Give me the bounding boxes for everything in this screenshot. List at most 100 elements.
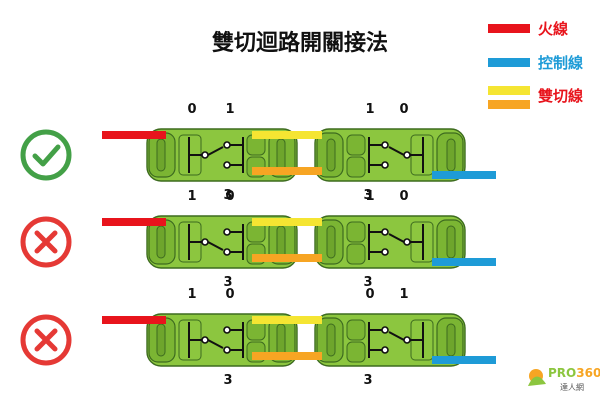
switch-node bbox=[403, 151, 411, 159]
switch-mechanism-icon bbox=[368, 322, 424, 358]
terminal-label: 0 bbox=[225, 287, 234, 302]
switch-lever bbox=[388, 233, 405, 243]
terminal-label: 3 bbox=[223, 275, 232, 290]
right-switch bbox=[314, 215, 466, 269]
switch-slot bbox=[156, 225, 166, 259]
terminal-label: 1 bbox=[187, 189, 196, 204]
switch-slot bbox=[276, 225, 286, 259]
status-ring bbox=[20, 129, 72, 181]
switch-slot bbox=[446, 225, 456, 259]
switch-terminal bbox=[346, 134, 366, 156]
legend-swatch bbox=[488, 86, 530, 95]
switch-slot bbox=[276, 323, 286, 357]
legend-swatch bbox=[488, 24, 530, 33]
pro360-logo: PRO360 達人網 bbox=[528, 366, 600, 392]
terminal-label: 1 bbox=[365, 189, 374, 204]
control-wire bbox=[432, 258, 496, 266]
legend-swatch bbox=[488, 58, 530, 67]
terminal-label: 1 bbox=[399, 287, 408, 302]
switch-node bbox=[223, 161, 231, 169]
switch-mechanism-icon bbox=[188, 322, 244, 358]
switch-node bbox=[223, 141, 231, 149]
legend-item-2: 控制線 bbox=[488, 54, 583, 72]
right-switch bbox=[314, 128, 466, 182]
terminal-label: 0 bbox=[365, 287, 374, 302]
switch-node bbox=[381, 248, 389, 256]
traveler-wire-1 bbox=[252, 316, 322, 324]
status-ring bbox=[20, 314, 72, 366]
cross-icon bbox=[20, 314, 72, 366]
cross-mark bbox=[34, 230, 58, 254]
terminal-label: 3 bbox=[363, 373, 372, 388]
cross-icon bbox=[20, 216, 72, 268]
terminal-label: 3 bbox=[223, 373, 232, 388]
control-wire bbox=[432, 171, 496, 179]
switch-node bbox=[223, 346, 231, 354]
switch-node bbox=[223, 228, 231, 236]
traveler-wire-2 bbox=[252, 352, 322, 360]
live-wire bbox=[102, 316, 166, 324]
right-switch bbox=[314, 313, 466, 367]
switch-mechanism-icon bbox=[368, 224, 424, 260]
terminal-label: 0 bbox=[399, 102, 408, 117]
terminal-label: 1 bbox=[187, 287, 196, 302]
control-wire bbox=[432, 356, 496, 364]
legend-label: 雙切線 bbox=[538, 87, 583, 105]
switch-node bbox=[201, 238, 209, 246]
switch-terminal bbox=[346, 221, 366, 243]
switch-terminal bbox=[346, 243, 366, 265]
traveler-wire-1 bbox=[252, 218, 322, 226]
logo-leaf-icon bbox=[528, 376, 546, 386]
switch-node bbox=[381, 161, 389, 169]
switch-node bbox=[381, 346, 389, 354]
check-mark bbox=[32, 144, 61, 167]
switch-node bbox=[381, 228, 389, 236]
cross-mark bbox=[34, 328, 58, 352]
traveler-wire-1 bbox=[252, 131, 322, 139]
switch-node bbox=[201, 336, 209, 344]
switch-mechanism-icon bbox=[188, 137, 244, 173]
terminal-label: 0 bbox=[187, 102, 196, 117]
switch-slot bbox=[446, 323, 456, 357]
diagram-row-3: 1 0 3 0 1 3 bbox=[20, 287, 496, 388]
switch-node bbox=[403, 238, 411, 246]
switch-slot bbox=[326, 138, 336, 172]
live-wire bbox=[102, 131, 166, 139]
switch-mechanism-icon bbox=[188, 224, 244, 260]
switch-lever bbox=[207, 241, 224, 251]
legend-label: 火線 bbox=[538, 20, 568, 38]
switch-node bbox=[403, 336, 411, 344]
switch-slot bbox=[156, 138, 166, 172]
switch-terminal bbox=[346, 156, 366, 178]
switch-slot bbox=[326, 225, 336, 259]
switch-lever bbox=[388, 146, 405, 156]
switch-node bbox=[223, 248, 231, 256]
legend-item-3: 雙切線 bbox=[488, 86, 583, 109]
switch-lever bbox=[388, 331, 405, 341]
switch-lever bbox=[207, 146, 224, 156]
switch-node bbox=[381, 141, 389, 149]
switch-slot bbox=[446, 138, 456, 172]
terminal-label: 1 bbox=[225, 102, 234, 117]
terminal-label: 0 bbox=[399, 189, 408, 204]
logo-main-text: PRO360 bbox=[548, 366, 600, 380]
switch-node bbox=[223, 326, 231, 334]
logo-sub-text: 達人網 bbox=[560, 382, 584, 392]
traveler-wire-2 bbox=[252, 167, 322, 175]
check-icon bbox=[20, 129, 72, 181]
switch-slot bbox=[276, 138, 286, 172]
switch-node bbox=[201, 151, 209, 159]
legend-item-1: 火線 bbox=[488, 20, 568, 38]
terminal-label: 0 bbox=[225, 189, 234, 204]
terminal-label: 3 bbox=[363, 188, 372, 203]
terminal-label: 3 bbox=[363, 275, 372, 290]
switch-terminal bbox=[346, 319, 366, 341]
terminal-label: 1 bbox=[365, 102, 374, 117]
traveler-wire-2 bbox=[252, 254, 322, 262]
left-switch bbox=[146, 128, 298, 182]
